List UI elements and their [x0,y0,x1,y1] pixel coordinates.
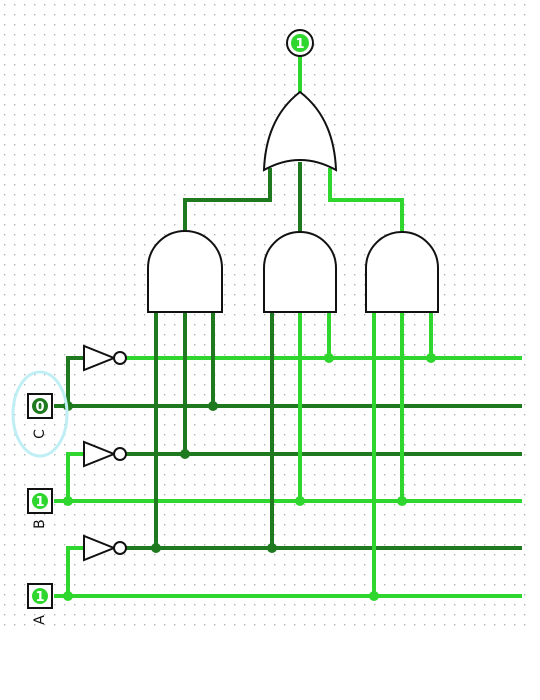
grid-background [0,0,530,630]
not-gate-a[interactable] [83,534,127,562]
input-pin-b-label: B [32,519,48,529]
input-pin-b[interactable]: 1 B [27,488,53,529]
not-gate-b[interactable] [83,440,127,468]
not-gate-c[interactable] [83,344,127,372]
selection-highlight [11,370,69,458]
and-gate-1[interactable] [147,230,223,313]
input-pin-a[interactable]: 1 A [27,583,53,625]
inverter-feed-wires [66,356,86,598]
input-pin-a-value: 1 [35,590,44,605]
and-gate-2[interactable] [263,231,337,313]
output-pin-value: 1 [295,37,304,52]
input-pin-b-value: 1 [35,495,44,510]
input-pin-a-label: A [32,615,48,625]
input-pin-c-label: C [32,429,48,439]
input-pin-c-value: 0 [35,400,44,415]
output-pin[interactable]: 1 [286,29,314,57]
and-gate-3[interactable] [365,231,439,313]
or-input-wires [183,54,404,234]
input-pin-c[interactable]: 0 C [27,393,53,439]
and-input-wires [154,310,433,598]
or-gate[interactable] [262,90,338,172]
bus-wires [54,356,522,598]
junction-dots [63,353,436,601]
